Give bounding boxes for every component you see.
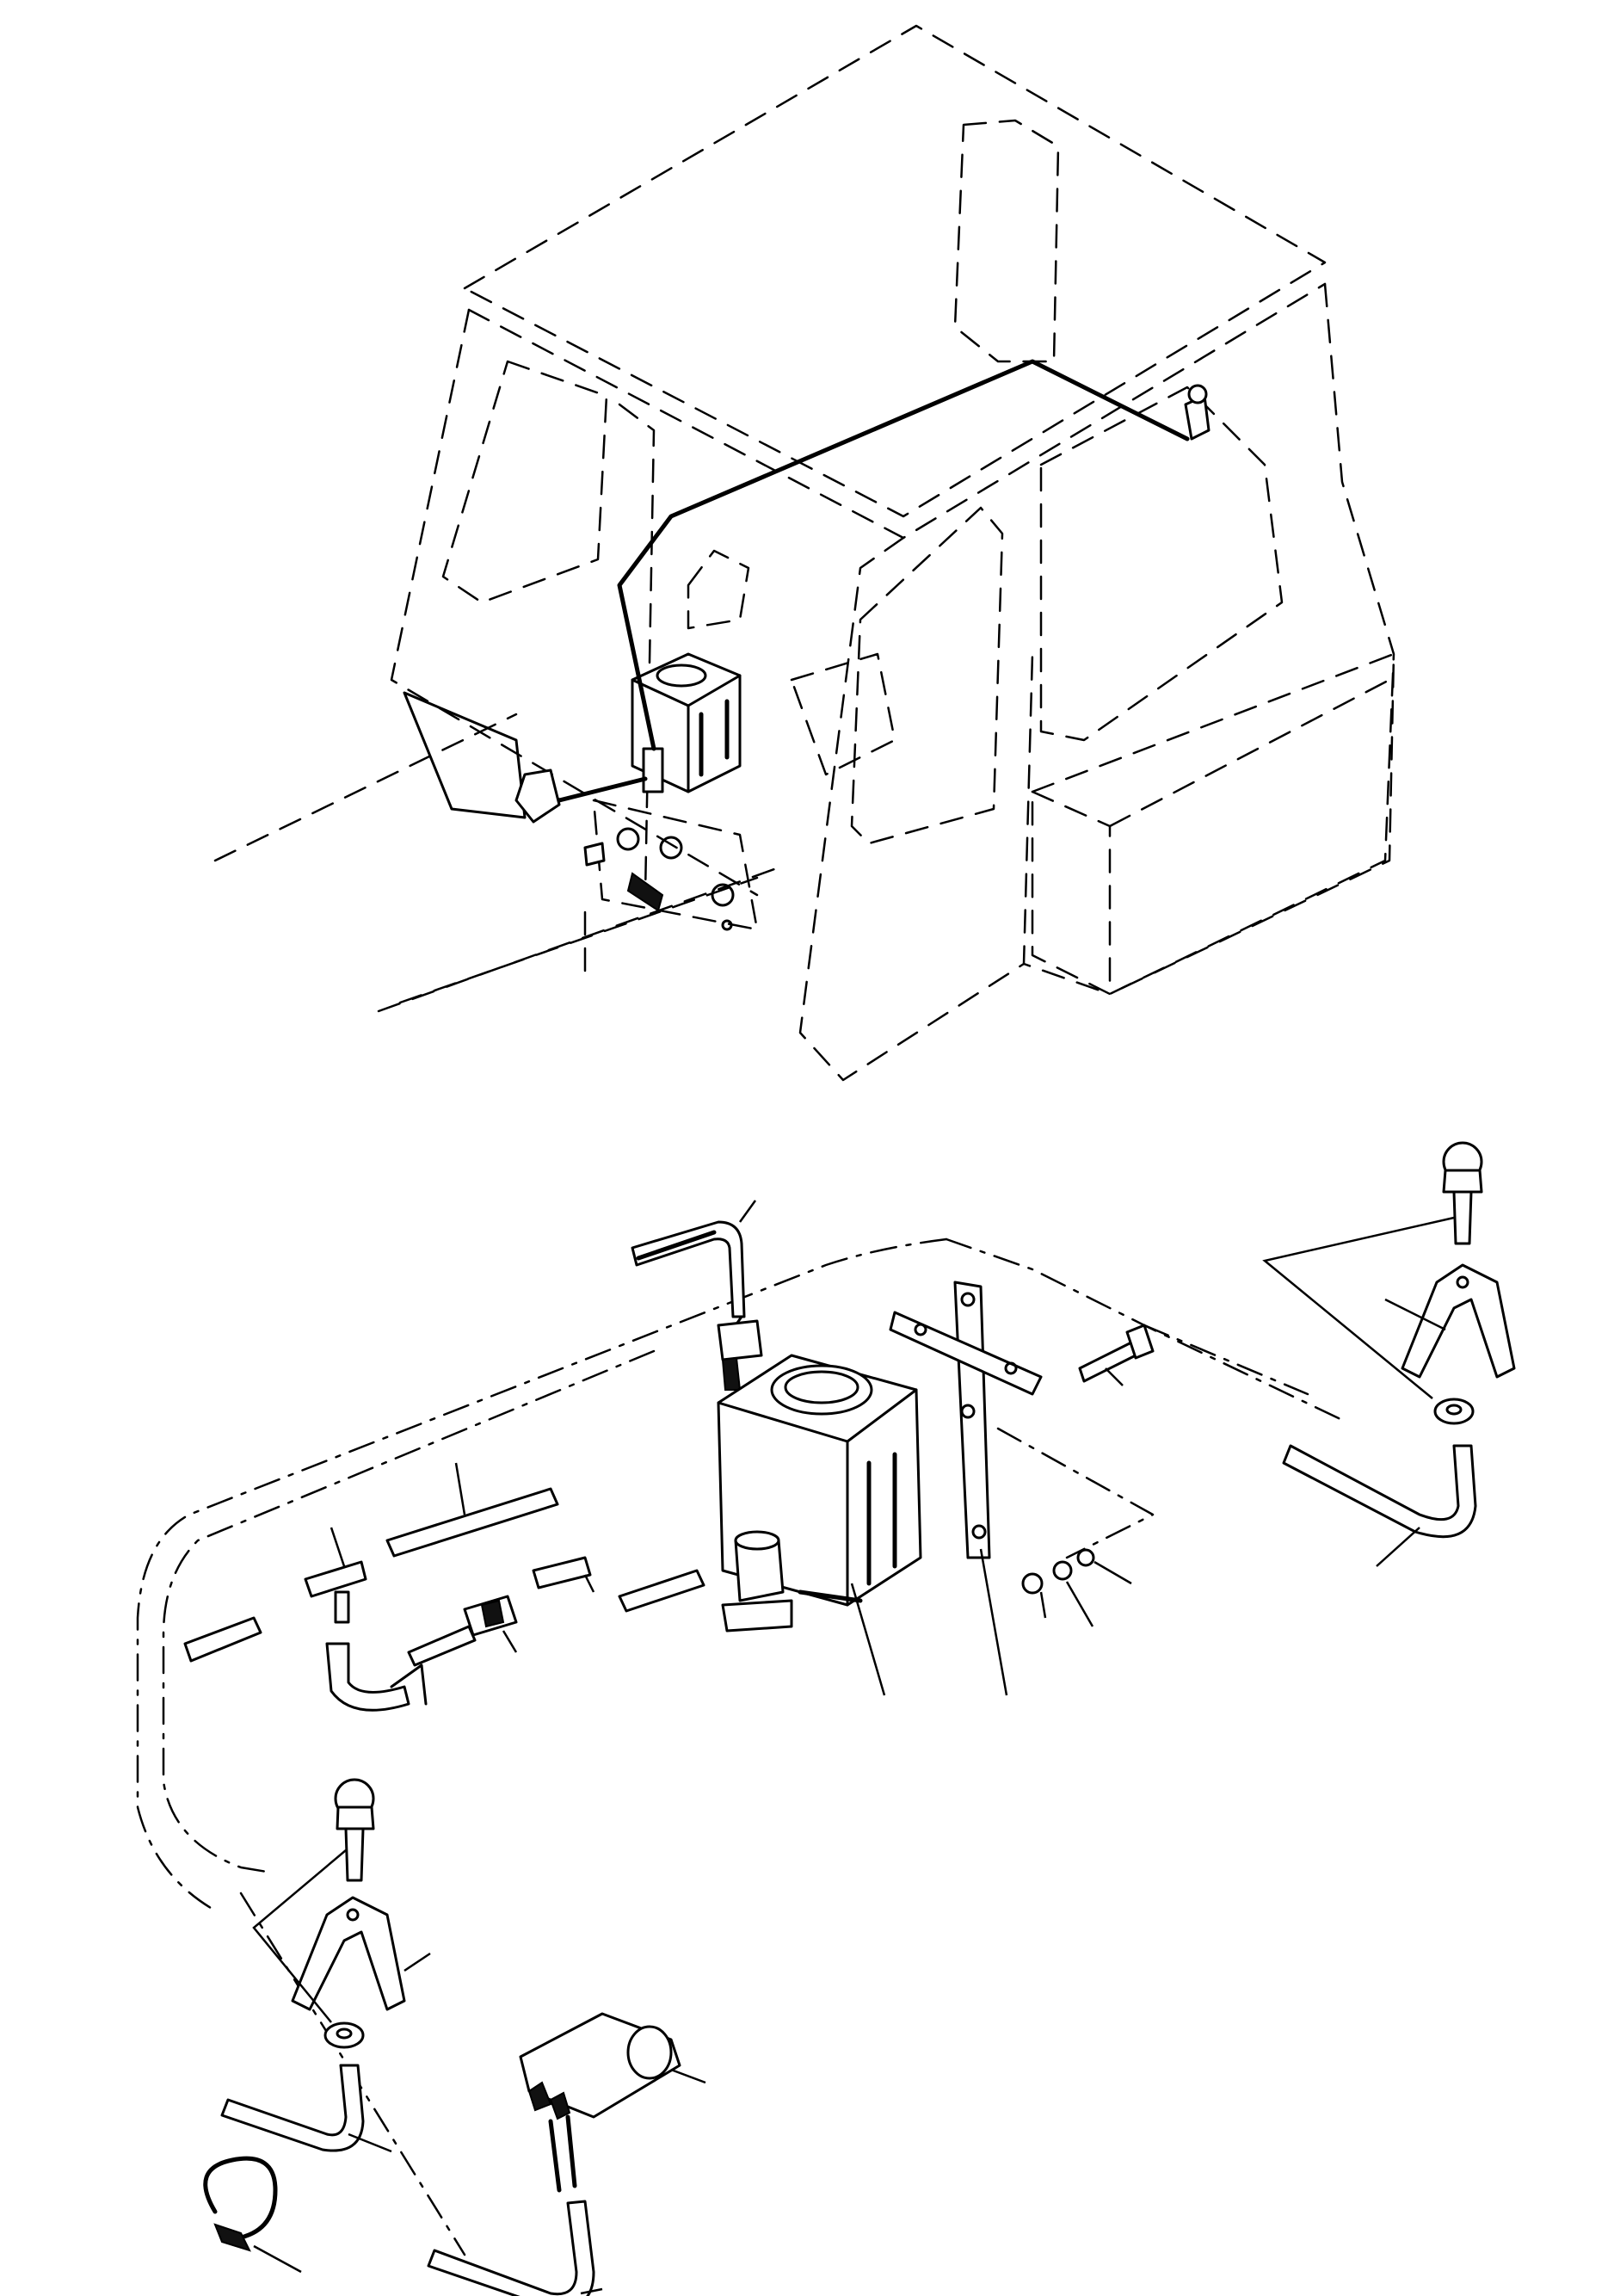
nozzle-icon (334, 1778, 375, 1882)
washer-icon (1021, 1548, 1095, 1595)
bolt-icon (1078, 1324, 1155, 1383)
pump-icon (721, 1530, 793, 1633)
elbow-icon (325, 1642, 428, 1712)
wire-icon (427, 2114, 595, 2296)
nut-icon (323, 2021, 365, 2049)
tee-icon (304, 1560, 367, 1624)
switch-icon (519, 2012, 681, 2120)
hose-icon (631, 1220, 746, 1327)
exploded-parts-view (136, 1141, 1516, 2296)
bracket-icon (1401, 1263, 1516, 1379)
elbow-icon (1282, 1444, 1477, 1539)
valve-icon (463, 1595, 518, 1637)
cab-installation-view (213, 24, 1395, 1082)
nut-icon (1433, 1398, 1475, 1425)
bracket-icon (291, 1896, 406, 2011)
hose-icon (183, 1487, 705, 1667)
clip-icon (203, 2156, 278, 2252)
bracket-icon (889, 1281, 1043, 1559)
elbow-icon (220, 2064, 365, 2152)
nozzle-icon (1184, 384, 1210, 441)
nozzle-icon (1442, 1141, 1483, 1245)
